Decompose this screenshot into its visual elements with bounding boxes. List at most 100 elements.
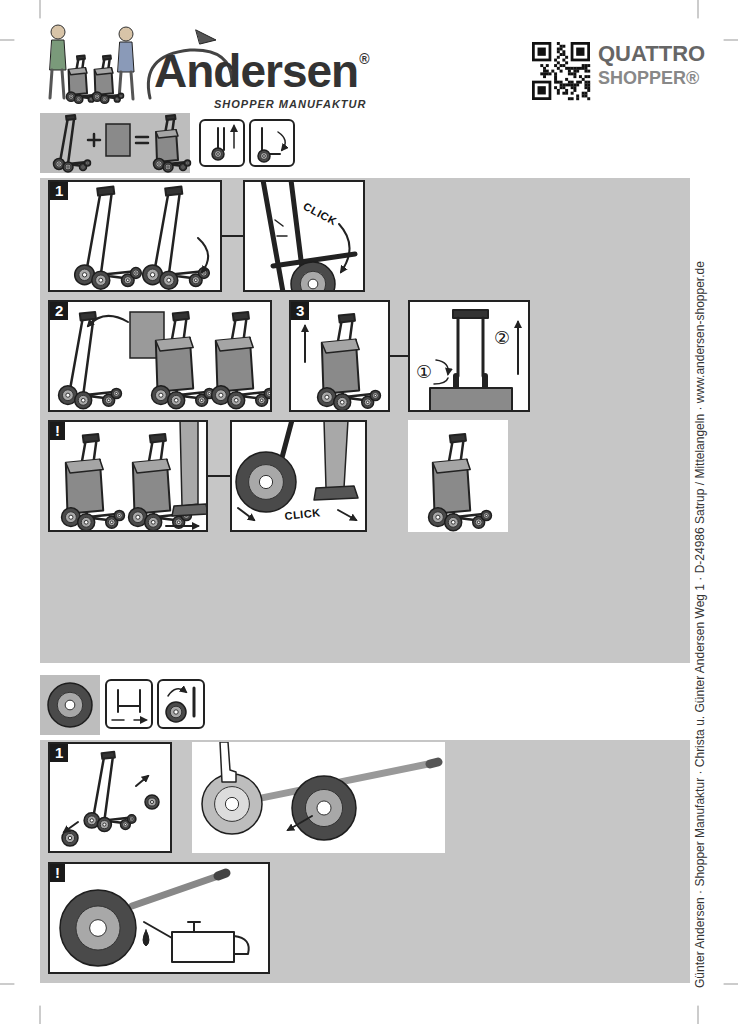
step-number: ! [50,422,65,440]
bag-flap [322,339,359,353]
qr-cell [573,75,576,78]
leader-line [208,475,230,477]
qr-cell [540,64,543,67]
click-ticks [275,220,287,236]
trolley-handle [450,434,466,443]
wheel [202,774,262,834]
trolley-handle [97,187,114,196]
zoom-panel: CLICK [243,180,365,292]
wheel-hub [174,398,178,402]
qr-cell [557,89,560,92]
wheel-hub [259,475,272,488]
click-label: CLICK [301,200,339,228]
zoom-panel: CLICK [230,420,367,532]
trolley-handle [102,752,115,759]
trolley-handle [80,312,96,321]
address-line: Günter Andersen · Shopper Manufaktur · C… [693,261,707,988]
motion-arrow [288,816,312,830]
wheel-rim [170,706,182,718]
qr-cell [576,67,579,70]
qr-cell [584,83,587,86]
trolley-figure [143,187,210,290]
qr-cell [582,64,585,67]
step-illustration [62,420,208,531]
warning-illustration [60,873,249,966]
person-legs [119,72,133,99]
shopping-bag [322,339,359,393]
qr-cell [560,86,563,89]
wheel-hub [219,393,223,397]
text-holder: ! [50,864,65,882]
wheel [445,514,462,531]
qr-finder [538,48,546,56]
qr-cell [551,70,554,73]
leader-line [222,235,243,237]
step-panel: 3 [289,300,390,412]
qr-cell [546,72,549,75]
shopping-bag [69,68,87,95]
qr-cell [568,70,571,73]
wheel [292,776,356,840]
wheel [145,795,159,809]
icon-arrow [233,126,235,148]
qr-cell [546,64,549,67]
qr-cell [576,83,579,86]
wheel-rim [56,161,62,167]
qr-cell [579,67,582,70]
oil-can [172,932,234,962]
panel-ground [192,742,445,853]
icon-frame [106,680,152,728]
wheel-rim [483,513,489,519]
click-label: CLICK [284,506,321,522]
wheel-rim [133,270,139,276]
trolley-handle [150,434,166,443]
wheel-rim [81,165,85,169]
trolley-figure [318,314,381,411]
axle [132,874,224,906]
trolley-handle [166,115,176,120]
trolley-handle [233,312,249,321]
section-band [40,178,690,663]
panel-ground [48,300,272,412]
qr-finder [571,42,590,61]
qr-cell [560,48,563,51]
qr-cell [582,67,585,70]
shopping-bag [156,130,178,162]
text-holder: ① [416,362,432,382]
qr-cell [573,72,576,75]
qr-cell [565,56,568,59]
panel-ground [48,742,172,853]
qr-finder [532,42,551,61]
trolley-frame [86,194,111,275]
wheel-on-icon [158,680,204,728]
wheel [119,93,124,98]
trolley-figure [54,115,91,172]
wheel-hub [115,392,117,394]
qr-cell [557,50,560,53]
qr-cell [571,97,574,100]
motion-arrow [166,525,198,527]
wheel [168,392,185,409]
qr-cell [582,92,585,95]
step-illustration [429,434,492,531]
wheel-rim [86,161,89,164]
wheel-hub [58,163,60,165]
logo-text: Andersen [154,46,358,96]
motion-arrow [304,326,306,362]
shopping-bag [433,459,470,513]
wheel-hub [67,166,69,168]
icon-arrow [112,719,146,721]
wheel-hub [308,279,318,289]
height-icon [200,120,244,166]
wheel-rim [120,94,123,97]
qr-cell [573,83,576,86]
qr-cell [565,83,568,86]
qr-cell [584,94,587,97]
wheel-rim [337,397,347,407]
qr-cell [587,70,590,73]
zoom-illustration [236,420,358,520]
step-panel: ! [48,420,208,532]
qr-cell [565,89,568,92]
wheel-rim [148,517,158,527]
